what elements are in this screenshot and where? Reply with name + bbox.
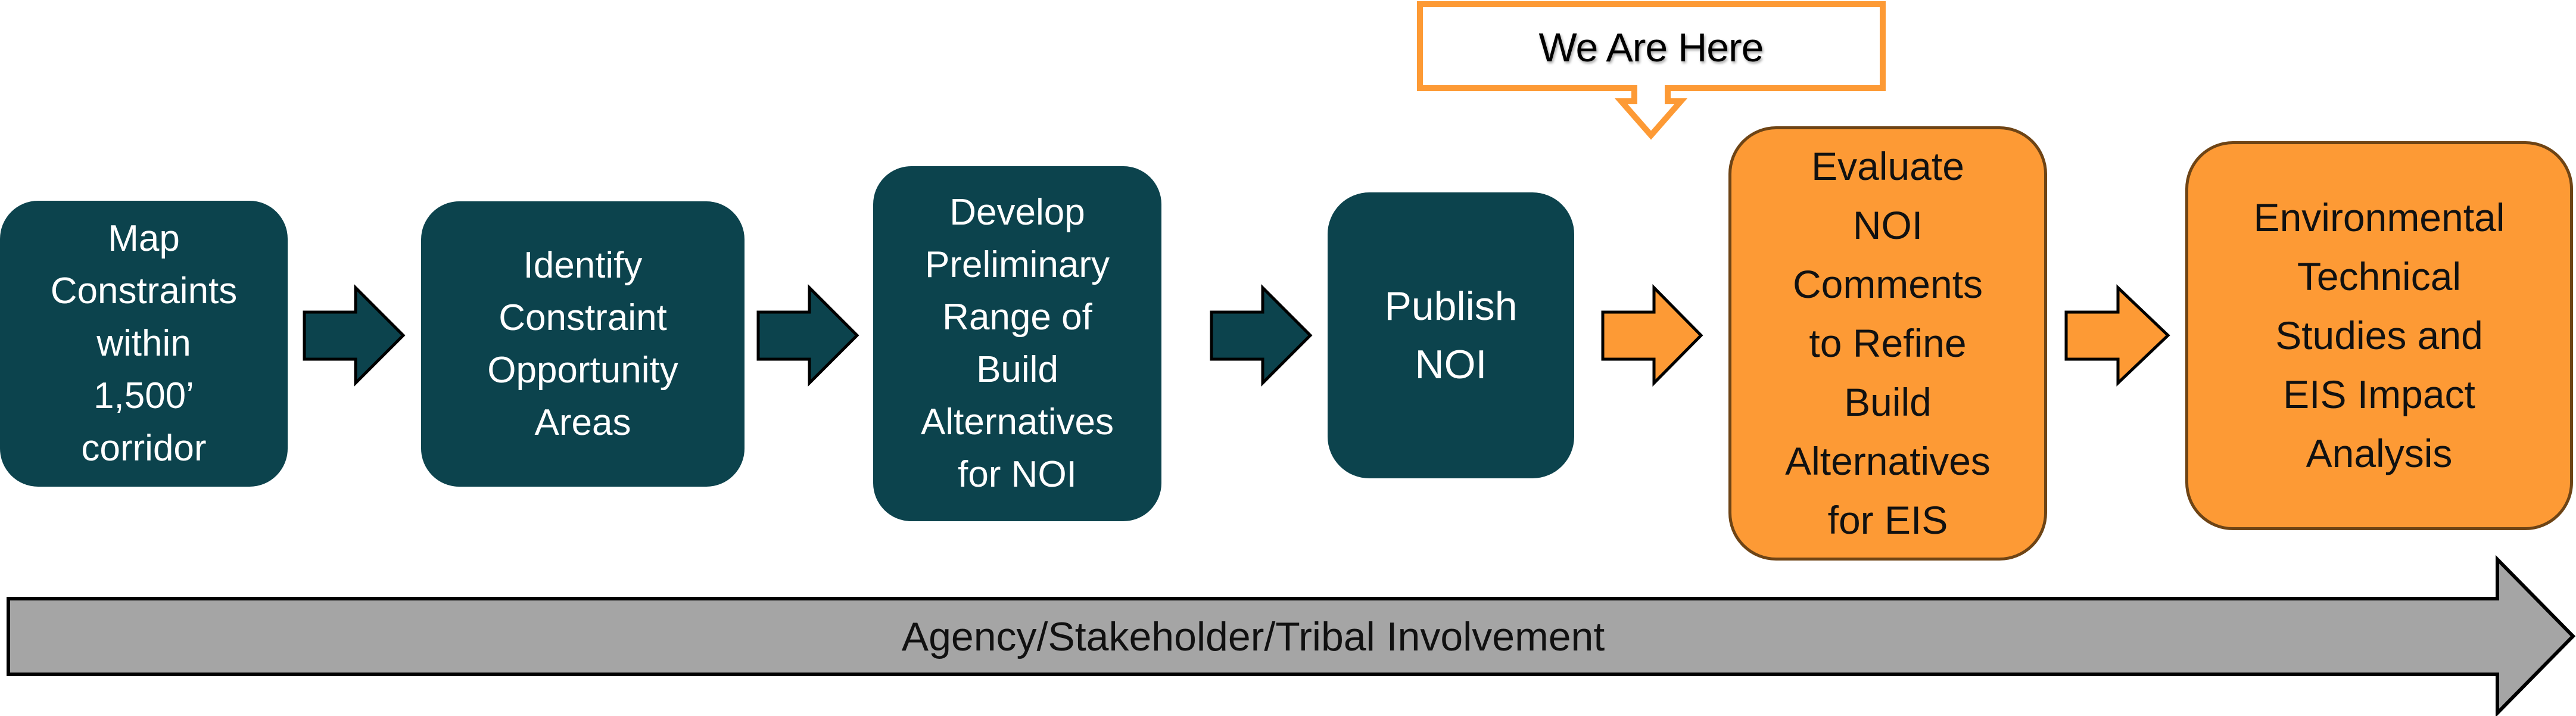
- connector-arrow-4: [1601, 284, 1703, 387]
- step-2-label: Identify Constraint Opportunity Areas: [487, 244, 678, 443]
- connector-arrow-1: [303, 284, 406, 387]
- step-4-label: Publish NOI: [1384, 284, 1518, 387]
- step-3-label: Develop Preliminary Range of Build Alter…: [921, 192, 1114, 495]
- step-1-label: Map Constraints within 1,500’ corridor: [50, 218, 238, 469]
- step-5-box: Evaluate NOI Comments to Refine Build Al…: [1728, 126, 2047, 561]
- step-5-label: Evaluate NOI Comments to Refine Build Al…: [1785, 144, 1991, 542]
- involvement-bar-label: Agency/Stakeholder/Tribal Involvement: [901, 614, 1605, 659]
- connector-arrow-2: [756, 284, 859, 387]
- step-4-box: Publish NOI: [1328, 192, 1574, 478]
- connector-arrow-3: [1210, 284, 1313, 387]
- involvement-arrow: [7, 555, 2576, 716]
- step-6-label: Environmental Technical Studies and EIS …: [2253, 195, 2505, 475]
- step-6-box: Environmental Technical Studies and EIS …: [2185, 141, 2573, 530]
- we-are-here-callout: We Are Here: [1538, 25, 1764, 70]
- step-2-box: Identify Constraint Opportunity Areas: [421, 201, 745, 487]
- callout-shape: [1417, 1, 1886, 140]
- step-1-box: Map Constraints within 1,500’ corridor: [0, 201, 288, 487]
- step-3-box: Develop Preliminary Range of Build Alter…: [873, 166, 1161, 521]
- connector-arrow-5: [2064, 284, 2170, 387]
